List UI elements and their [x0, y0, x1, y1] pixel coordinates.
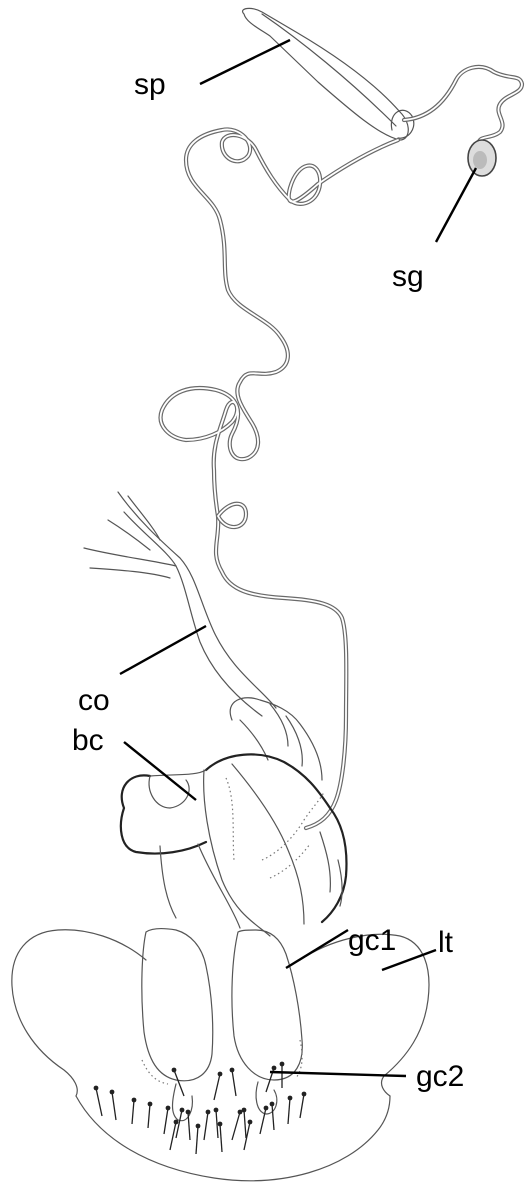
seta-base	[131, 1097, 137, 1103]
seta	[169, 1121, 177, 1151]
label-gc1: gc1	[348, 924, 396, 957]
seta-base	[279, 1061, 285, 1067]
seta	[287, 1097, 291, 1125]
genital-plates-gc1	[141, 928, 303, 1085]
seta-base	[247, 1119, 253, 1125]
seta-base	[213, 1107, 219, 1113]
seta-base	[241, 1107, 247, 1113]
seta	[131, 1099, 135, 1125]
spermathecal-gland	[401, 64, 525, 177]
seta	[147, 1103, 151, 1129]
seta	[231, 1069, 237, 1097]
seta	[259, 1107, 267, 1135]
seta-base	[195, 1123, 201, 1129]
seta-base	[301, 1091, 307, 1097]
seta	[231, 1111, 241, 1141]
seta	[213, 1073, 221, 1101]
seta	[175, 1109, 183, 1139]
seta	[271, 1103, 275, 1131]
seta	[215, 1109, 219, 1139]
leader-lines	[119, 38, 478, 1078]
bursa-copulatrix	[119, 697, 348, 937]
seta-base	[217, 1071, 223, 1077]
setae-gc2	[93, 1061, 307, 1155]
seta-base	[179, 1107, 185, 1113]
label-lt: lt	[438, 926, 454, 959]
seta	[163, 1107, 169, 1135]
seta	[173, 1069, 185, 1097]
label-sg: sg	[392, 260, 424, 293]
seta-base	[109, 1089, 115, 1095]
seta-base	[205, 1109, 211, 1115]
seta-base	[147, 1101, 153, 1107]
seta	[187, 1111, 191, 1141]
seta	[95, 1087, 103, 1117]
seta	[299, 1093, 305, 1119]
seta-base	[93, 1085, 99, 1091]
seta-base	[269, 1101, 275, 1107]
seta-base	[287, 1095, 293, 1101]
seta	[243, 1109, 247, 1139]
seta	[219, 1123, 223, 1153]
seta	[111, 1091, 117, 1121]
seta	[243, 1121, 251, 1151]
seta-base	[263, 1105, 269, 1111]
seta-base	[185, 1109, 191, 1115]
seta-base	[173, 1119, 179, 1125]
label-sp: sp	[134, 68, 166, 101]
seta	[203, 1111, 209, 1141]
seta-base	[229, 1067, 235, 1073]
label-bc: bc	[72, 724, 104, 757]
seta	[195, 1125, 199, 1155]
spermathecal-duct	[158, 127, 401, 831]
lateral-tergites	[11, 929, 430, 1182]
seta-base	[271, 1065, 277, 1071]
common-oviduct	[83, 491, 277, 717]
seta-base	[165, 1105, 171, 1111]
seta-base	[217, 1121, 223, 1127]
label-co: co	[78, 684, 110, 717]
spermatheca	[242, 7, 415, 141]
seta-base	[171, 1067, 177, 1073]
seta-base	[237, 1109, 243, 1115]
label-gc2: gc2	[416, 1060, 464, 1093]
